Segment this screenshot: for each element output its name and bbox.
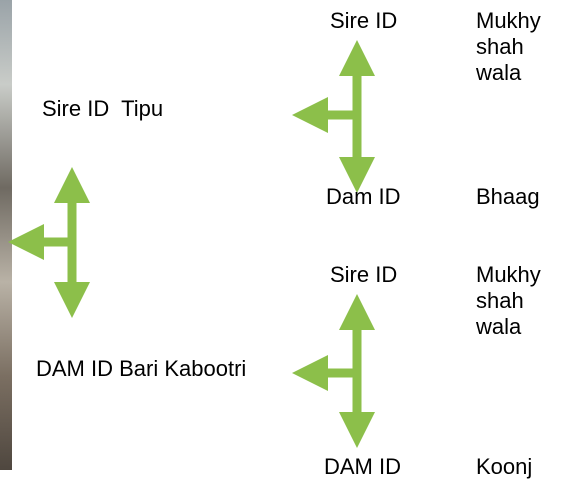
- root-dam: DAM ID Bari Kabootri: [36, 356, 246, 382]
- root-sire-label: Sire ID: [42, 96, 110, 121]
- sire-branch-sire-name-line: shah: [476, 34, 524, 59]
- dam-branch-sire-name: Mukhy shah wala: [476, 262, 556, 340]
- root-arrow: [8, 167, 90, 318]
- sire-branch-arrow: [292, 40, 375, 193]
- sire-branch-sire-name-line: wala: [476, 60, 522, 85]
- dam-branch-arrow: [292, 294, 375, 448]
- dam-branch-sire-label: Sire ID: [330, 262, 398, 287]
- dam-branch-dam-label: DAM ID: [324, 454, 401, 479]
- root-sire: Sire ID Tipu: [42, 96, 163, 122]
- dam-branch-sire-name-line: wala: [476, 314, 522, 339]
- root-dam-name: Bari Kabootri: [119, 356, 247, 381]
- sire-branch-sire-name: Mukhy shah wala: [476, 8, 556, 86]
- dam-branch-sire-name-line: Mukhy: [476, 262, 541, 287]
- root-sire-name: Tipu: [121, 96, 164, 121]
- root-dam-label: DAM ID: [36, 356, 113, 381]
- dam-branch-sire-name-line: shah: [476, 288, 524, 313]
- sire-branch-sire-name-line: Mukhy: [476, 8, 541, 33]
- dam-branch-dam-name: Koonj: [476, 454, 533, 479]
- sire-branch-dam-label: Dam ID: [326, 184, 401, 209]
- sire-branch-sire-label: Sire ID: [330, 8, 398, 33]
- sire-branch-dam-name: Bhaag: [476, 184, 540, 209]
- photo-edge: [0, 0, 12, 470]
